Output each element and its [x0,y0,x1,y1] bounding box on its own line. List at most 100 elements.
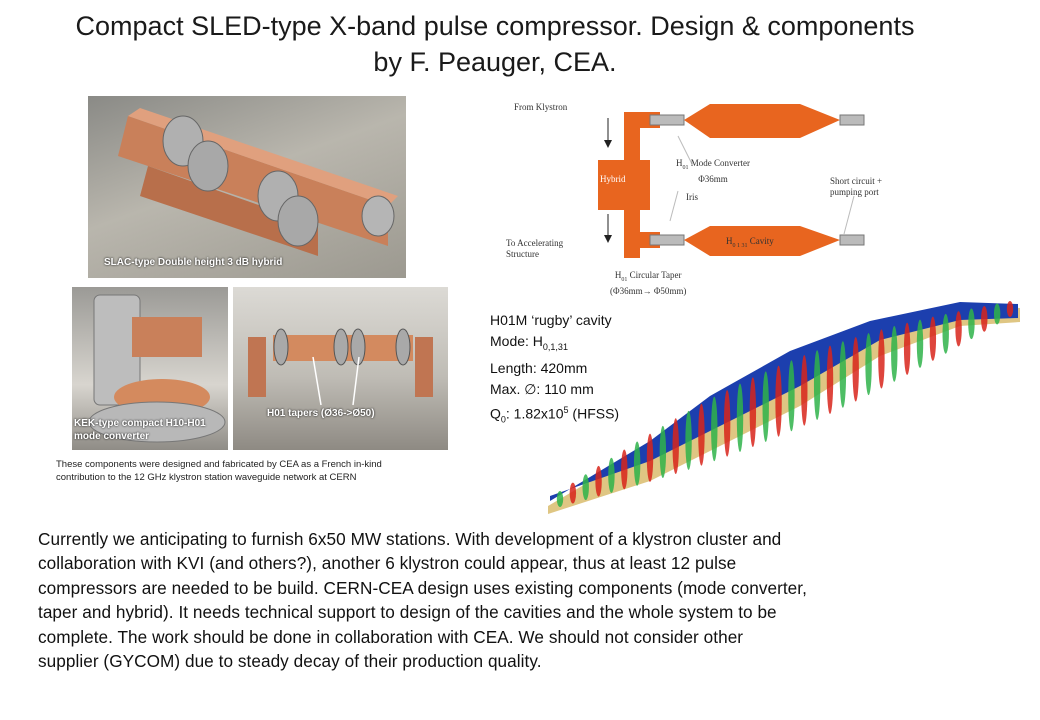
field-ring [865,333,872,396]
hybrid-caption: SLAC-type Double height 3 dB hybrid [104,257,283,268]
field-ring [672,418,679,475]
field-ring [929,316,937,361]
cavity-label: H0 1 31 Cavity [726,236,774,252]
hybrid-illustration [118,108,398,256]
to-accelerating-line-2: Structure [506,249,539,259]
spec-q-method: (HFSS) [568,405,620,422]
mode-converter-line-2: Φ36mm [698,173,728,184]
field-simulation-drawing [548,301,1020,514]
mode-converter-photo: KEK-type compact H10-H01 mode converter [72,287,228,450]
title-line-1: Compact SLED-type X-band pulse compresso… [75,11,915,41]
cavity-suffix: Cavity [749,236,774,246]
field-ring [556,491,564,507]
iris-label: Iris [686,192,698,202]
note-line-1: These components were designed and fabri… [56,459,382,470]
cavity-field-simulation [540,296,1020,516]
field-ring [569,482,577,504]
field-ring [955,311,962,347]
field-ring [582,474,589,501]
field-ring [698,403,705,466]
mode-converter-caption: KEK-type compact H10-H01 mode converter [74,417,206,443]
field-ring [878,329,885,389]
field-ring [1006,301,1014,317]
hybrid-label: Hybrid [600,174,626,184]
spec-q-value: : 1.82x10 [505,405,564,422]
hybrid-photo: SLAC-type Double height 3 dB hybrid [88,96,406,278]
field-ring [942,313,949,354]
body-line-4: taper and hybrid). It needs technical su… [38,602,777,623]
spec-q-sub: 0 [500,414,506,425]
mode-converter-prefix: H [676,158,683,168]
body-line-3: compressors are needed to be build. CERN… [38,577,807,598]
body-line-1: Currently we anticipating to furnish 6x5… [38,529,782,549]
short-circuit-line-1: Short circuit + [830,176,883,186]
field-ring [788,360,795,432]
title-line-2: by F. Peauger, CEA. [373,47,617,77]
spec-length: Length: 420mm [490,359,588,376]
field-ring [813,350,821,420]
body-line-2: collaboration with KVI (and others?), an… [38,553,737,574]
tapers-illustration [248,328,433,406]
taper-label: H01 Circular Taper (Φ36mm→ Φ50mm) [610,270,686,297]
spec-mode-sub: 0,1,31 [542,341,568,352]
to-accelerating-line-1: To Accelerating [506,238,564,248]
body-line-5: complete. The work should be done in col… [38,626,744,647]
schematic-drawing [598,104,865,258]
cavity-specs: H01M ‘rugby’ cavity Mode: H0,1,31 Length… [490,310,619,430]
field-ring [646,433,654,482]
field-ring [595,465,602,497]
spec-q-exp: 5 [563,404,569,415]
tapers-caption: H01 tapers (Ø36->Ø50) [267,408,375,419]
field-ring [968,308,975,340]
body-paragraph: Currently we anticipating to furnish 6x5… [38,527,1028,673]
spec-max-diameter: Max. ∅: 110 mm [490,380,594,397]
taper-prefix: H [614,270,622,280]
field-ring [749,377,757,448]
field-ring [736,383,744,452]
field-ring [852,337,859,402]
field-ring [826,345,834,414]
components-note: These components were designed and fabri… [56,458,476,484]
field-ring [608,457,615,494]
cavity-prefix: H [726,236,733,246]
page-title: Compact SLED-type X-band pulse compresso… [0,8,990,80]
spec-q-label: Q [490,405,501,422]
field-ring [981,305,988,332]
field-ring [659,425,667,479]
note-line-2: contribution to the 12 GHz klystron stat… [56,472,357,483]
field-ring [801,355,808,426]
field-ring [903,322,911,375]
mode-converter-sub: 01 [682,164,689,171]
cavity-sub: 0 1 31 [732,242,748,249]
field-ring [723,390,731,457]
short-circuit-line-2: pumping port [830,187,879,197]
spec-mode: Mode: H0,1,31 [490,331,619,358]
short-circuit-label: Short circuit + pumping port [830,176,882,198]
field-ring [762,371,769,442]
mode-converter-label: H01 Mode Converter Φ36mm [676,158,750,185]
field-ring [916,319,924,368]
field-ring [993,303,1001,325]
spec-mode-label: Mode: H [490,333,543,349]
field-ring [891,326,898,382]
taper-line-1: Circular Taper [629,270,682,280]
field-ring [711,396,718,462]
mode-converter-caption-line-2: mode converter [74,431,150,442]
mode-converter-caption-line-1: KEK-type compact H10-H01 [74,418,206,429]
field-ring [839,341,847,408]
tapers-photo: H01 tapers (Ø36->Ø50) [233,287,448,450]
sled-schematic: From Klystron Hybrid H01 Mode Converter … [500,96,910,296]
field-ring [685,410,692,470]
taper-sub: 01 [621,276,628,283]
mode-converter-illustration [88,294,226,443]
to-accelerating-label: To Accelerating Structure [506,238,563,260]
mode-converter-line-1: Mode Converter [690,158,750,168]
spec-q-factor: Q0: 1.82x105 (HFSS) [490,400,619,430]
taper-line-2: (Φ36mm→ Φ50mm) [610,285,687,296]
field-ring [633,441,641,486]
field-ring [621,449,628,490]
body-line-6: supplier (GYCOM) due to steady decay of … [38,651,542,672]
field-ring [775,365,782,437]
from-klystron-label: From Klystron [514,102,568,112]
spec-name: H01M ‘rugby’ cavity [490,312,612,328]
